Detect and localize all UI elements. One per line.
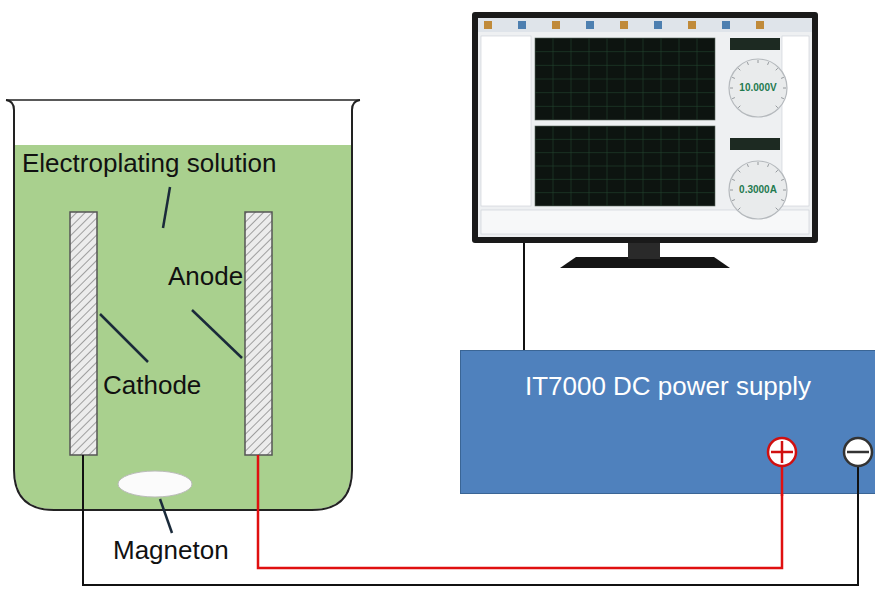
leader-line: [100, 314, 148, 362]
electroplating-solution: [15, 145, 351, 509]
toolbar-icon: [654, 21, 662, 29]
electrode-label: Anode: [168, 262, 243, 292]
dial-tick: [732, 179, 735, 180]
dial-tick: [747, 164, 748, 167]
toolbar-icon: [518, 21, 526, 29]
grid-line: [535, 139, 715, 140]
readout-display: [730, 138, 780, 150]
side-panel: [481, 36, 531, 206]
dial-tick: [747, 62, 748, 65]
leader-line: [163, 187, 170, 228]
grid-line: [535, 152, 715, 153]
app-toolbar: [478, 18, 812, 32]
monitor-neck: [628, 242, 660, 259]
dial-tick: [776, 208, 778, 210]
cathode-plate: [70, 212, 97, 455]
toolbar-icon: [552, 21, 560, 29]
dial-tick: [781, 77, 784, 78]
toolbar-icon: [620, 21, 628, 29]
dial-tick: [781, 179, 784, 180]
dial-tick: [783, 190, 786, 191]
dial-tick: [781, 98, 784, 99]
toolbar-icons: [484, 21, 764, 29]
electrode-label: Cathode: [103, 371, 201, 401]
solution-label: Electroplating solution: [22, 149, 276, 179]
dial-tick: [768, 62, 769, 65]
leader-line: [160, 499, 172, 533]
node-text: IT7000 DC power supply: [525, 371, 811, 402]
monitor-screen: [478, 18, 812, 237]
anode-plate: [245, 212, 272, 455]
grid-line: [535, 106, 715, 107]
grid-line: [535, 92, 715, 93]
beaker-rim: [6, 99, 360, 101]
dial-tick: [730, 88, 733, 89]
dial-tick: [738, 106, 740, 108]
leader-line: [192, 310, 242, 358]
grid-line: [535, 79, 715, 80]
toolbar-icon: [722, 21, 730, 29]
node-text: 0.3000A: [739, 185, 777, 195]
toolbar-icon: [756, 21, 764, 29]
dial-ticks: [730, 60, 786, 210]
chart-panel: [535, 38, 715, 120]
chart-grid: [535, 38, 715, 206]
dial-tick: [776, 106, 778, 108]
dial-tick: [783, 88, 786, 89]
dial-tick: [758, 60, 759, 63]
cable-connector: [523, 243, 525, 350]
part-label: Magneton: [113, 536, 229, 566]
grid-line: [535, 65, 715, 66]
dial-tick: [732, 98, 735, 99]
toolbar-icon: [484, 21, 492, 29]
dial-tick: [776, 68, 778, 70]
dial-tick: [768, 164, 769, 167]
dial-tick: [730, 190, 733, 191]
magnetic-stirrer-bar: [118, 471, 192, 497]
dial-tick: [776, 170, 778, 172]
beaker-outline: [6, 100, 360, 510]
voltage-dial: [729, 59, 787, 117]
toolbar-icon: [586, 21, 594, 29]
dial-tick: [732, 200, 735, 201]
dial-tick: [738, 170, 740, 172]
grid-line: [535, 179, 715, 180]
dial-tick: [781, 200, 784, 201]
dial-tick: [758, 162, 759, 165]
side-panel: [782, 36, 809, 206]
chart-panel: [535, 126, 715, 206]
monitor-bezel: [472, 12, 818, 243]
node-text: 10.000V: [739, 83, 776, 93]
dial-tick: [732, 77, 735, 78]
monitor-display: 10.000V 0.3000A: [472, 12, 818, 243]
current-dial: [729, 161, 787, 219]
grid-line: [535, 192, 715, 193]
toolbar-icon: [688, 21, 696, 29]
dial-tick: [738, 208, 740, 210]
grid-line: [535, 51, 715, 52]
readout-display: [730, 38, 780, 50]
dial-tick: [738, 68, 740, 70]
power-supply-box: IT7000 DC power supply: [460, 350, 875, 494]
grid-line: [535, 166, 715, 167]
